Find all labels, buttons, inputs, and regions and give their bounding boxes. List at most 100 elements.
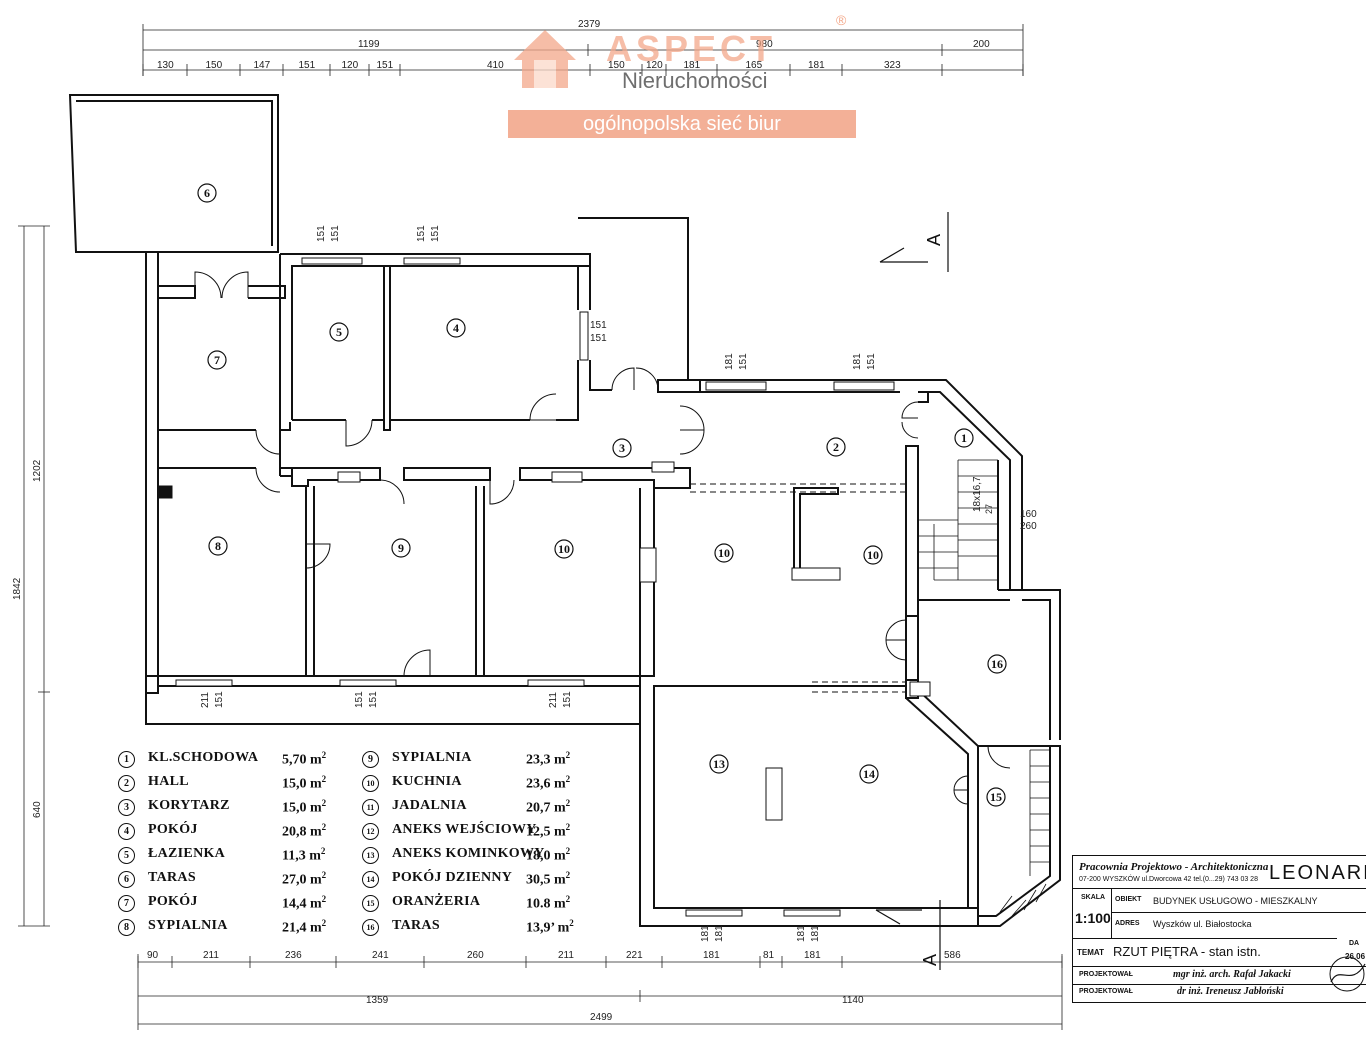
dim-left-lower: 640 (32, 801, 43, 818)
section-label-bottom: A (920, 954, 940, 966)
dim-window: 151 (430, 225, 441, 242)
tb-designer2: dr inż. Ireneusz Jabłoński (1177, 986, 1284, 997)
legend-room-name: TARAS (392, 918, 440, 933)
legend-area-exponent: 2 (321, 870, 327, 880)
legend-room-name: ANEKS WEJŚCIOWY (392, 822, 537, 837)
left-dimension-lines (18, 225, 50, 927)
room-number-circle (207, 350, 227, 370)
legend-row: 1 KL.SCHODOWA 5,70 m2 (118, 748, 363, 772)
dim-bottom-left: 1359 (366, 995, 389, 1006)
legend-area-value: 18,0 m (526, 848, 566, 864)
dim-top-segment: 151 (377, 60, 394, 71)
dim-window: 151 (866, 353, 877, 370)
legend-room-area: 23,3 m2 (526, 750, 570, 769)
room-number-label: 13 (713, 757, 725, 771)
room-number-label: 16 (991, 657, 1003, 671)
dim-bottom-segment: 260 (467, 950, 484, 961)
room-number-circle (554, 539, 574, 559)
legend-room-name: SYPIALNIA (392, 750, 472, 765)
tb-designer-row: PROJEKTOWAŁ mgr inż. arch. Rafał Jakacki (1073, 966, 1366, 985)
legend-area-exponent: 2 (321, 822, 327, 832)
legend-room-area: 30,5 m2 (526, 870, 570, 889)
dim-top-segment: 165 (746, 60, 763, 71)
dim-right-bottom: 260 (1020, 521, 1037, 532)
room-number-label: 10 (558, 542, 570, 556)
legend-room-area: 20,8 m2 (282, 822, 326, 841)
legend-area-exponent: 2 (321, 750, 327, 760)
tb-scale-label: SKALA (1081, 894, 1106, 901)
room-number-label: 1 (961, 431, 967, 445)
legend-area-exponent: 2 (565, 822, 571, 832)
tb-topic: RZUT PIĘTRA - stan istn. (1113, 944, 1261, 959)
dim-window: 151 (368, 691, 379, 708)
room-number-circle (208, 536, 228, 556)
section-marker-bottom (875, 900, 941, 970)
legend-room-area: 20,7 m2 (526, 798, 570, 817)
legend-area-value: 10.8 m (526, 896, 566, 912)
tb-object-row: OBIEKT BUDYNEK USŁUGOWO - MIESZKALNY NR … (1111, 888, 1366, 913)
legend-room-area: 13,9’ m2 (526, 918, 574, 937)
legend-area-exponent: 2 (565, 774, 571, 784)
tb-studio-brand: LEONARD (1269, 862, 1366, 884)
legend-area-exponent: 2 (565, 750, 571, 760)
dim-top-segment: 147 (254, 60, 271, 71)
legend-room-number: 3 (118, 799, 135, 816)
dashed-openings (690, 483, 906, 693)
dim-window: 181 (700, 925, 711, 942)
legend-room-name: TARAS (148, 870, 196, 885)
legend-area-exponent: 2 (565, 798, 571, 808)
dim-window: 151 (354, 691, 365, 708)
legend-area-value: 11,3 m (282, 848, 321, 864)
legend-area-value: 14,4 m (282, 896, 322, 912)
dim-bottom-right: 1140 (842, 995, 864, 1006)
legend-room-area: 18,0 m2 (526, 846, 570, 865)
room-number-circle (863, 545, 883, 565)
dim-bottom-segment: 241 (372, 950, 389, 961)
legend-room-name: JADALNIA (392, 798, 467, 813)
dim-top-segment: 150 (206, 60, 223, 71)
legend-room-name: KL.SCHODOWA (148, 750, 259, 765)
legend-area-exponent: 2 (565, 846, 571, 856)
tb-address-label: ADRES (1115, 920, 1140, 927)
dim-right-top: 160 (1020, 509, 1037, 520)
legend-area-exponent: 2 (321, 918, 327, 928)
legend-room-number: 1 (118, 751, 135, 768)
legend-room-number: 16 (362, 919, 379, 936)
legend-area-exponent: 2 (321, 894, 327, 904)
brand-subtitle: Nieruchomości (622, 68, 768, 93)
dim-top-segment: 181 (684, 60, 701, 71)
legend-area-value: 23,3 m (526, 752, 566, 768)
legend-room-area: 12,5 m2 (526, 822, 570, 841)
stamp-icon (1329, 956, 1366, 992)
brand-registered: ® (836, 12, 847, 28)
dim-bottom-segment: 90 (147, 950, 159, 961)
tb-studio-row: Pracownia Projektowo - Architektoniczna … (1073, 856, 1366, 889)
legend-room-number: 2 (118, 775, 135, 792)
tb-address: Wyszków ul. Białostocka (1153, 919, 1252, 929)
dim-bottom-segment: 236 (285, 950, 302, 961)
dim-bottom-segment: 211 (558, 950, 574, 961)
room-number-circle (826, 437, 846, 457)
bottom-dimension-lines (137, 954, 1063, 1030)
room-number-circle (329, 322, 349, 342)
legend-room-number: 15 (362, 895, 379, 912)
tb-designer2-label: PROJEKTOWAŁ (1079, 988, 1133, 995)
dim-top-right: 200 (973, 39, 990, 50)
dim-bottom-segment: 586 (944, 950, 961, 961)
room-number-circle (197, 183, 217, 203)
dim-window: 151 (330, 225, 341, 242)
legend-area-value: 5,70 m (282, 752, 322, 768)
legend-area-value: 15,0 m (282, 800, 322, 816)
